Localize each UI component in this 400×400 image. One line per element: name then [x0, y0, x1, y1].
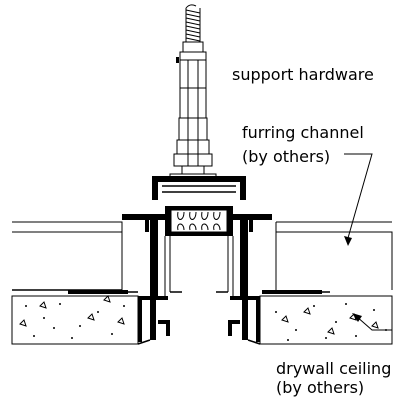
support-hardware-label: support hardware — [232, 65, 374, 84]
drywall-boards — [11, 289, 393, 345]
drywall-stipple — [19, 295, 387, 341]
ceiling-panels — [12, 221, 393, 290]
hanger-bracket — [152, 176, 246, 200]
furring-channel-label-line1: furring channel — [242, 123, 364, 142]
furring-channel-label-line2: (by others) — [242, 147, 330, 166]
support-hardware — [169, 41, 217, 181]
furring-channel-clip — [122, 206, 272, 236]
drywall-ceiling-label-line1: drywall ceiling — [276, 359, 391, 378]
drywall-ceiling-label-line2: (by others) — [276, 378, 364, 397]
leader-lines — [344, 153, 392, 331]
main-channel — [150, 220, 248, 296]
threaded-rod — [185, 4, 201, 42]
reveal-trim — [137, 296, 261, 345]
